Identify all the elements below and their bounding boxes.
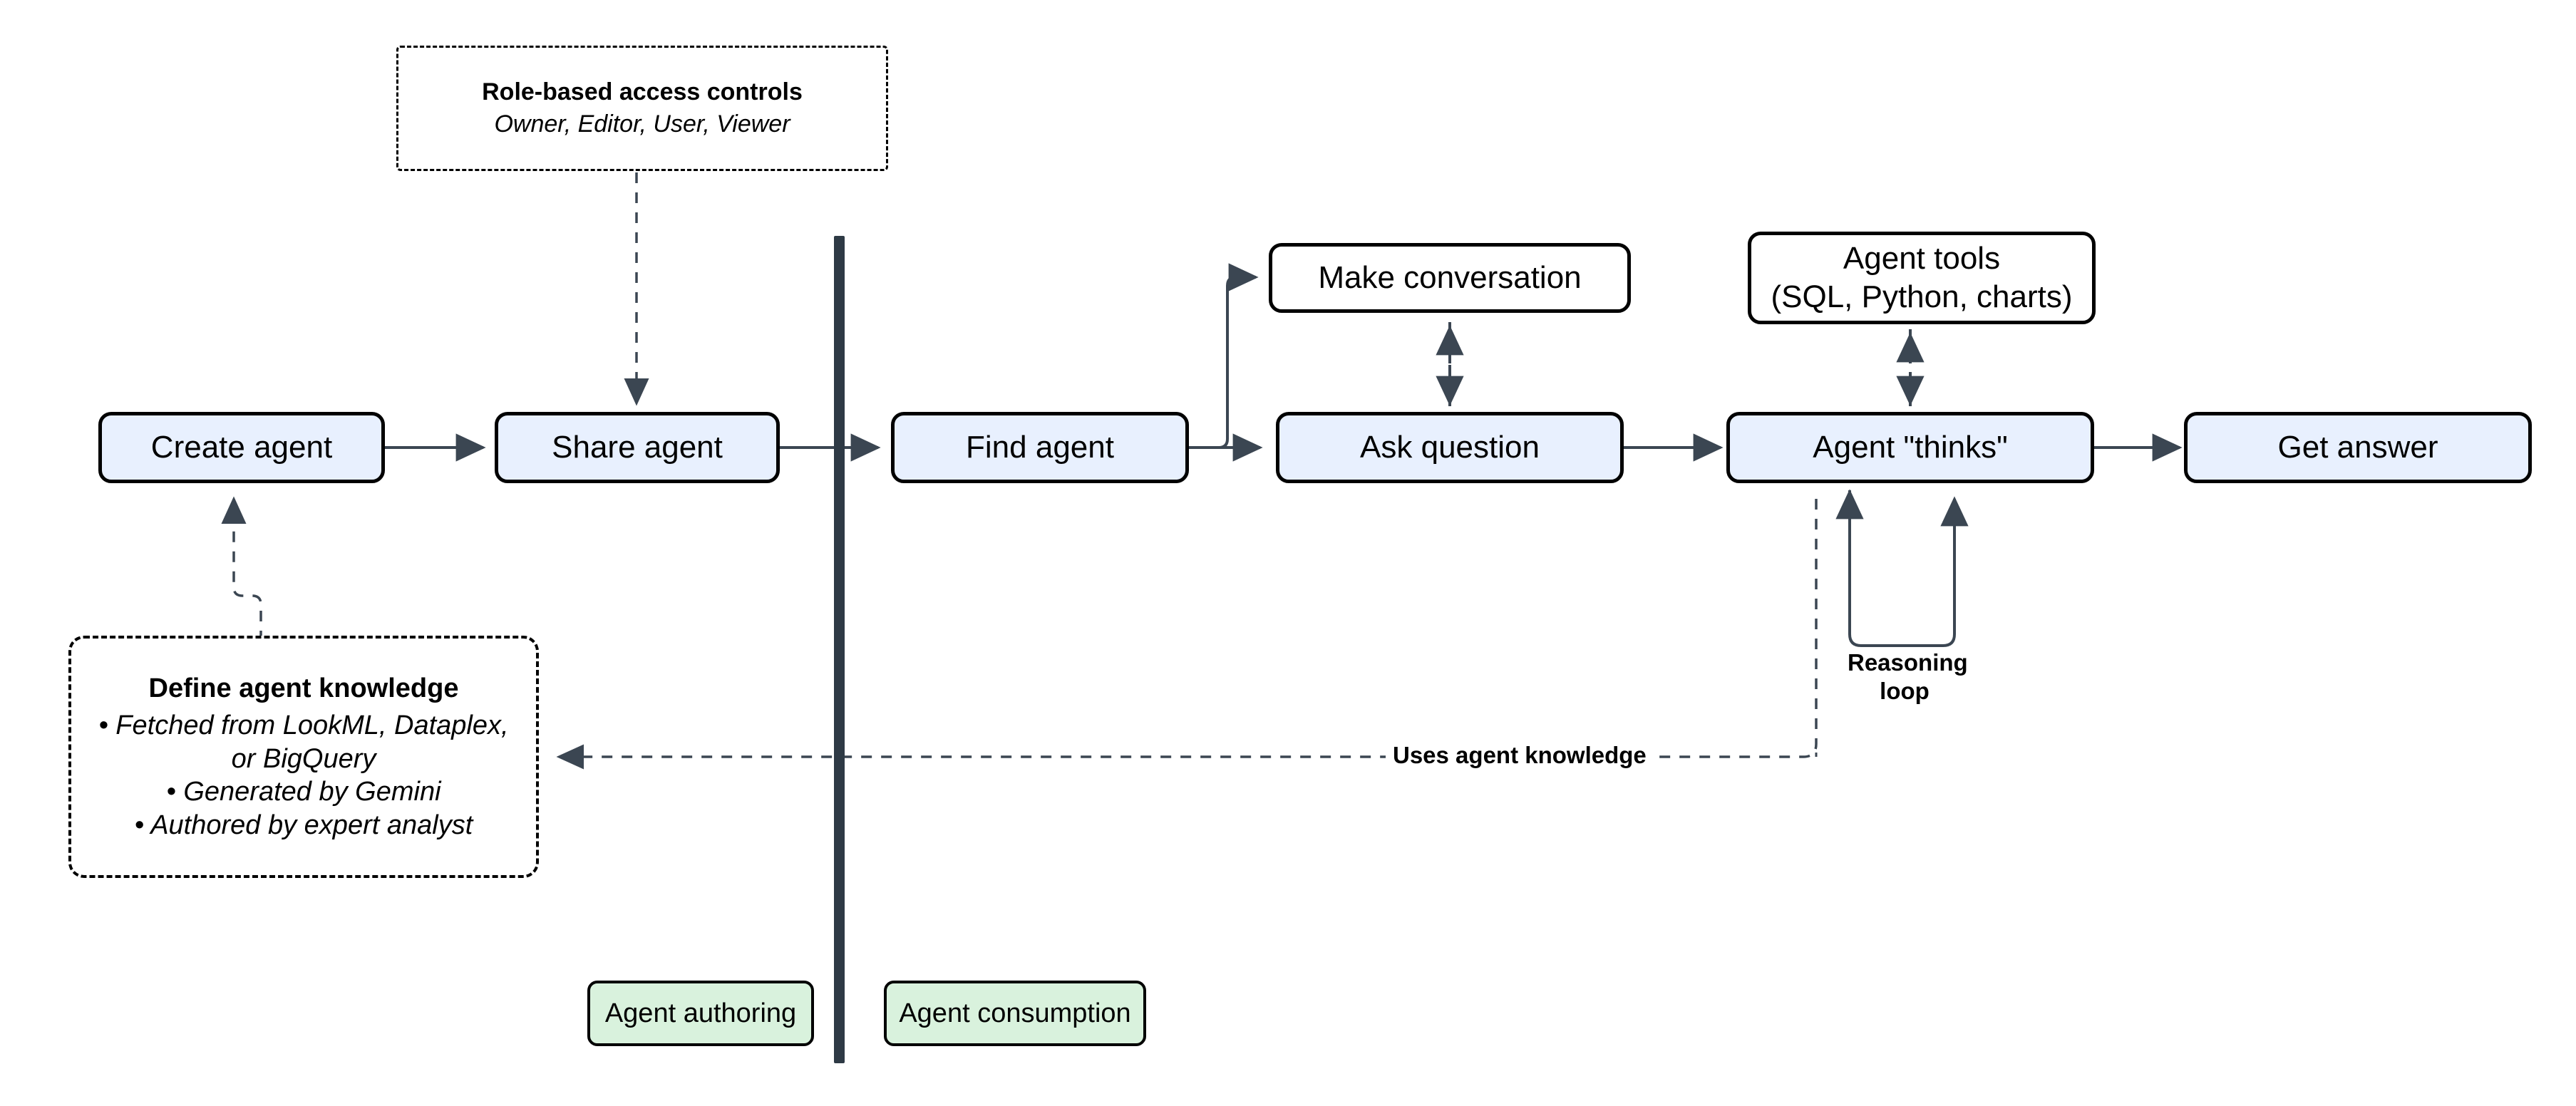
- node-share-agent-label: Share agent: [552, 430, 723, 465]
- connector-find-to-make-conversation: [1189, 263, 1259, 449]
- node-get-answer[interactable]: Get answer: [2184, 412, 2532, 483]
- uses-agent-knowledge-label: Uses agent knowledge: [1386, 741, 1654, 770]
- agent-knowledge-note: Define agent knowledge • Fetched from Lo…: [68, 636, 539, 878]
- node-find-agent[interactable]: Find agent: [891, 412, 1189, 483]
- node-ask-question[interactable]: Ask question: [1276, 412, 1624, 483]
- legend-agent-consumption: Agent consumption: [884, 981, 1146, 1046]
- node-create-agent[interactable]: Create agent: [98, 412, 385, 483]
- node-ask-question-label: Ask question: [1360, 430, 1540, 465]
- section-divider: [834, 236, 845, 1063]
- node-agent-tools-label-line1: Agent tools: [1843, 241, 2001, 276]
- agent-knowledge-title: Define agent knowledge: [148, 673, 459, 704]
- connector-uses-agent-knowledge: [556, 499, 1818, 770]
- reasoning-loop-label-line1: Reasoning: [1848, 649, 1968, 676]
- uses-agent-knowledge-text: Uses agent knowledge: [1393, 742, 1647, 768]
- node-agent-tools-label-line2: (SQL, Python, charts): [1771, 279, 2073, 314]
- connector-reasoning-loop: [1835, 489, 1969, 647]
- node-find-agent-label: Find agent: [966, 430, 1114, 465]
- legend-agent-consumption-label: Agent consumption: [899, 998, 1131, 1028]
- agent-knowledge-bullet-0-cont: or BigQuery: [231, 743, 376, 774]
- rbac-note-title: Role-based access controls: [482, 78, 803, 105]
- legend-agent-authoring: Agent authoring: [587, 981, 814, 1046]
- node-agent-thinks[interactable]: Agent "thinks": [1726, 412, 2094, 483]
- node-make-conversation[interactable]: Make conversation: [1269, 243, 1631, 313]
- node-get-answer-label: Get answer: [2277, 430, 2438, 465]
- reasoning-loop-label: Reasoning loop: [1848, 648, 1968, 706]
- node-agent-thinks-label: Agent "thinks": [1813, 430, 2008, 465]
- rbac-note-roles: Owner, Editor, User, Viewer: [494, 110, 790, 138]
- reasoning-loop-label-line2: loop: [1880, 677, 1930, 704]
- node-agent-tools[interactable]: Agent tools (SQL, Python, charts): [1748, 232, 2096, 324]
- node-make-conversation-label: Make conversation: [1318, 260, 1582, 296]
- agent-knowledge-bullet-2: • Authored by expert analyst: [134, 810, 473, 840]
- rbac-note: Role-based access controls Owner, Editor…: [396, 46, 888, 171]
- node-create-agent-label: Create agent: [150, 430, 333, 465]
- legend-agent-authoring-label: Agent authoring: [604, 998, 797, 1028]
- agent-knowledge-bullet-0: • Fetched from LookML, Dataplex,: [98, 710, 509, 741]
- node-share-agent[interactable]: Share agent: [495, 412, 780, 483]
- agent-knowledge-bullet-1: • Generated by Gemini: [166, 777, 441, 807]
